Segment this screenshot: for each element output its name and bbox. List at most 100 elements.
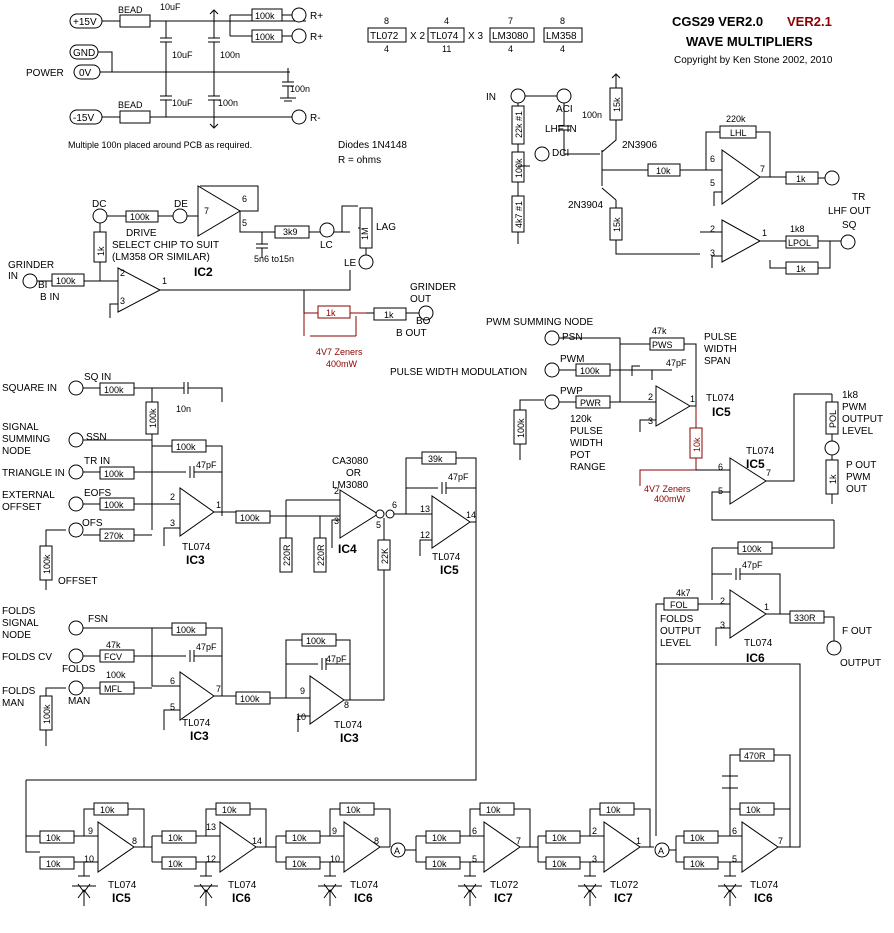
svg-text:1: 1 <box>216 500 221 510</box>
svg-text:LM3080: LM3080 <box>332 480 369 491</box>
svg-text:13: 13 <box>420 504 430 514</box>
ic3-label-c: IC3 <box>340 731 359 745</box>
svg-text:DC: DC <box>92 199 106 210</box>
svg-text:10k: 10k <box>432 859 447 869</box>
svg-text:5: 5 <box>710 178 715 188</box>
svg-text:WIDTH: WIDTH <box>704 344 737 355</box>
svg-text:DRIVE: DRIVE <box>126 228 157 239</box>
chain-ic6-b: IC6 <box>354 891 373 905</box>
svg-text:OUT: OUT <box>410 294 431 305</box>
svg-text:8: 8 <box>384 16 389 26</box>
pwr-gnd: GND <box>73 48 95 59</box>
svg-text:TR: TR <box>852 192 865 203</box>
svg-text:2: 2 <box>592 826 597 836</box>
svg-text:BI: BI <box>38 280 47 291</box>
svg-text:39k: 39k <box>428 454 443 464</box>
svg-text:LPOL: LPOL <box>788 238 811 248</box>
svg-text:10k: 10k <box>46 859 61 869</box>
svg-text:3: 3 <box>648 416 653 426</box>
svg-text:100k: 100k <box>130 212 150 222</box>
svg-text:2: 2 <box>170 492 175 502</box>
svg-text:100k: 100k <box>580 366 600 376</box>
svg-text:22k #1: 22k #1 <box>514 111 524 138</box>
svg-text:PWM: PWM <box>846 472 870 483</box>
svg-text:TL074: TL074 <box>706 393 735 404</box>
svg-text:TR IN: TR IN <box>84 456 110 467</box>
r-plus-1: R+ <box>310 11 323 22</box>
svg-text:10k: 10k <box>222 805 237 815</box>
folder-chain: 10k 10k 10k 9 10 8 TL074 IC5 10k 10k 10k… <box>25 663 801 906</box>
svg-text:100k: 100k <box>255 11 275 21</box>
svg-text:LE: LE <box>344 258 357 269</box>
svg-text:2: 2 <box>120 268 125 278</box>
svg-text:LEVEL: LEVEL <box>660 638 692 649</box>
svg-text:TL074: TL074 <box>182 718 211 729</box>
svg-text:TL072: TL072 <box>490 880 519 891</box>
svg-text:10k: 10k <box>46 833 61 843</box>
svg-text:22K: 22K <box>380 548 390 564</box>
svg-text:BEAD: BEAD <box>118 5 143 15</box>
svg-text:10uF: 10uF <box>172 50 193 60</box>
svg-text:100k: 100k <box>104 385 124 395</box>
svg-text:1M: 1M <box>360 227 370 240</box>
svg-text:47pF: 47pF <box>742 560 763 570</box>
svg-text:3k9: 3k9 <box>283 227 298 237</box>
chain-ic6-c: IC6 <box>754 891 773 905</box>
power-label: POWER <box>26 68 64 79</box>
svg-text:5: 5 <box>170 702 175 712</box>
svg-text:10k: 10k <box>690 833 705 843</box>
svg-text:100k: 100k <box>240 513 260 523</box>
svg-text:MAN: MAN <box>2 698 24 709</box>
svg-text:MFL: MFL <box>104 684 122 694</box>
svg-text:6: 6 <box>718 462 723 472</box>
svg-text:EXTERNAL: EXTERNAL <box>2 490 55 501</box>
svg-text:3: 3 <box>170 518 175 528</box>
svg-text:4: 4 <box>508 44 513 54</box>
svg-text:1: 1 <box>764 602 769 612</box>
svg-text:100k: 100k <box>104 469 124 479</box>
copyright: Copyright by Ken Stone 2002, 2010 <box>674 55 833 66</box>
svg-text:47pF: 47pF <box>196 642 217 652</box>
svg-text:47pF: 47pF <box>448 472 469 482</box>
svg-text:10k: 10k <box>486 805 501 815</box>
ic3-label-b: IC3 <box>190 729 209 743</box>
svg-text:PULSE: PULSE <box>704 332 737 343</box>
svg-text:1: 1 <box>762 228 767 238</box>
svg-text:400mW: 400mW <box>326 359 358 369</box>
node-a-2: A <box>658 846 664 856</box>
svg-text:7: 7 <box>766 468 771 478</box>
svg-text:SQUARE IN: SQUARE IN <box>2 383 57 394</box>
svg-text:10k: 10k <box>690 859 705 869</box>
svg-text:FOL: FOL <box>670 600 688 610</box>
svg-text:4k7 #1: 4k7 #1 <box>514 201 524 228</box>
ic3-label-a: IC3 <box>186 553 205 567</box>
svg-text:14: 14 <box>252 836 262 846</box>
svg-text:X 3: X 3 <box>468 31 483 42</box>
chip-legend: TL072 X 2 8 4 TL074 X 3 4 11 LM3080 7 4 … <box>367 16 583 54</box>
svg-text:10k: 10k <box>692 437 702 452</box>
svg-text:400mW: 400mW <box>654 494 686 504</box>
svg-text:2N3906: 2N3906 <box>622 140 657 151</box>
svg-text:5: 5 <box>472 854 477 864</box>
svg-text:100k: 100k <box>255 32 275 42</box>
svg-text:7: 7 <box>516 836 521 846</box>
svg-text:12: 12 <box>206 854 216 864</box>
svg-text:PWM SUMMING NODE: PWM SUMMING NODE <box>486 317 594 328</box>
svg-text:P OUT: P OUT <box>846 460 876 471</box>
svg-text:FSN: FSN <box>88 614 108 625</box>
svg-text:8: 8 <box>132 836 137 846</box>
svg-text:2N3904: 2N3904 <box>568 200 603 211</box>
svg-text:TL074: TL074 <box>182 542 211 553</box>
svg-text:FOLDS: FOLDS <box>660 614 694 625</box>
svg-text:4V7 Zeners: 4V7 Zeners <box>644 484 691 494</box>
ohms-note: R = ohms <box>338 155 381 166</box>
multiplier-section: SQUARE IN SQ IN 100k 10n 100k SIGNAL SUM… <box>2 372 881 836</box>
svg-text:100k: 100k <box>742 544 762 554</box>
svg-text:4: 4 <box>444 16 449 26</box>
svg-text:5: 5 <box>376 520 381 530</box>
svg-text:10: 10 <box>330 854 340 864</box>
svg-text:220k: 220k <box>726 114 746 124</box>
svg-text:220R: 220R <box>316 544 326 566</box>
svg-text:LC: LC <box>320 240 333 251</box>
svg-text:5: 5 <box>718 486 723 496</box>
